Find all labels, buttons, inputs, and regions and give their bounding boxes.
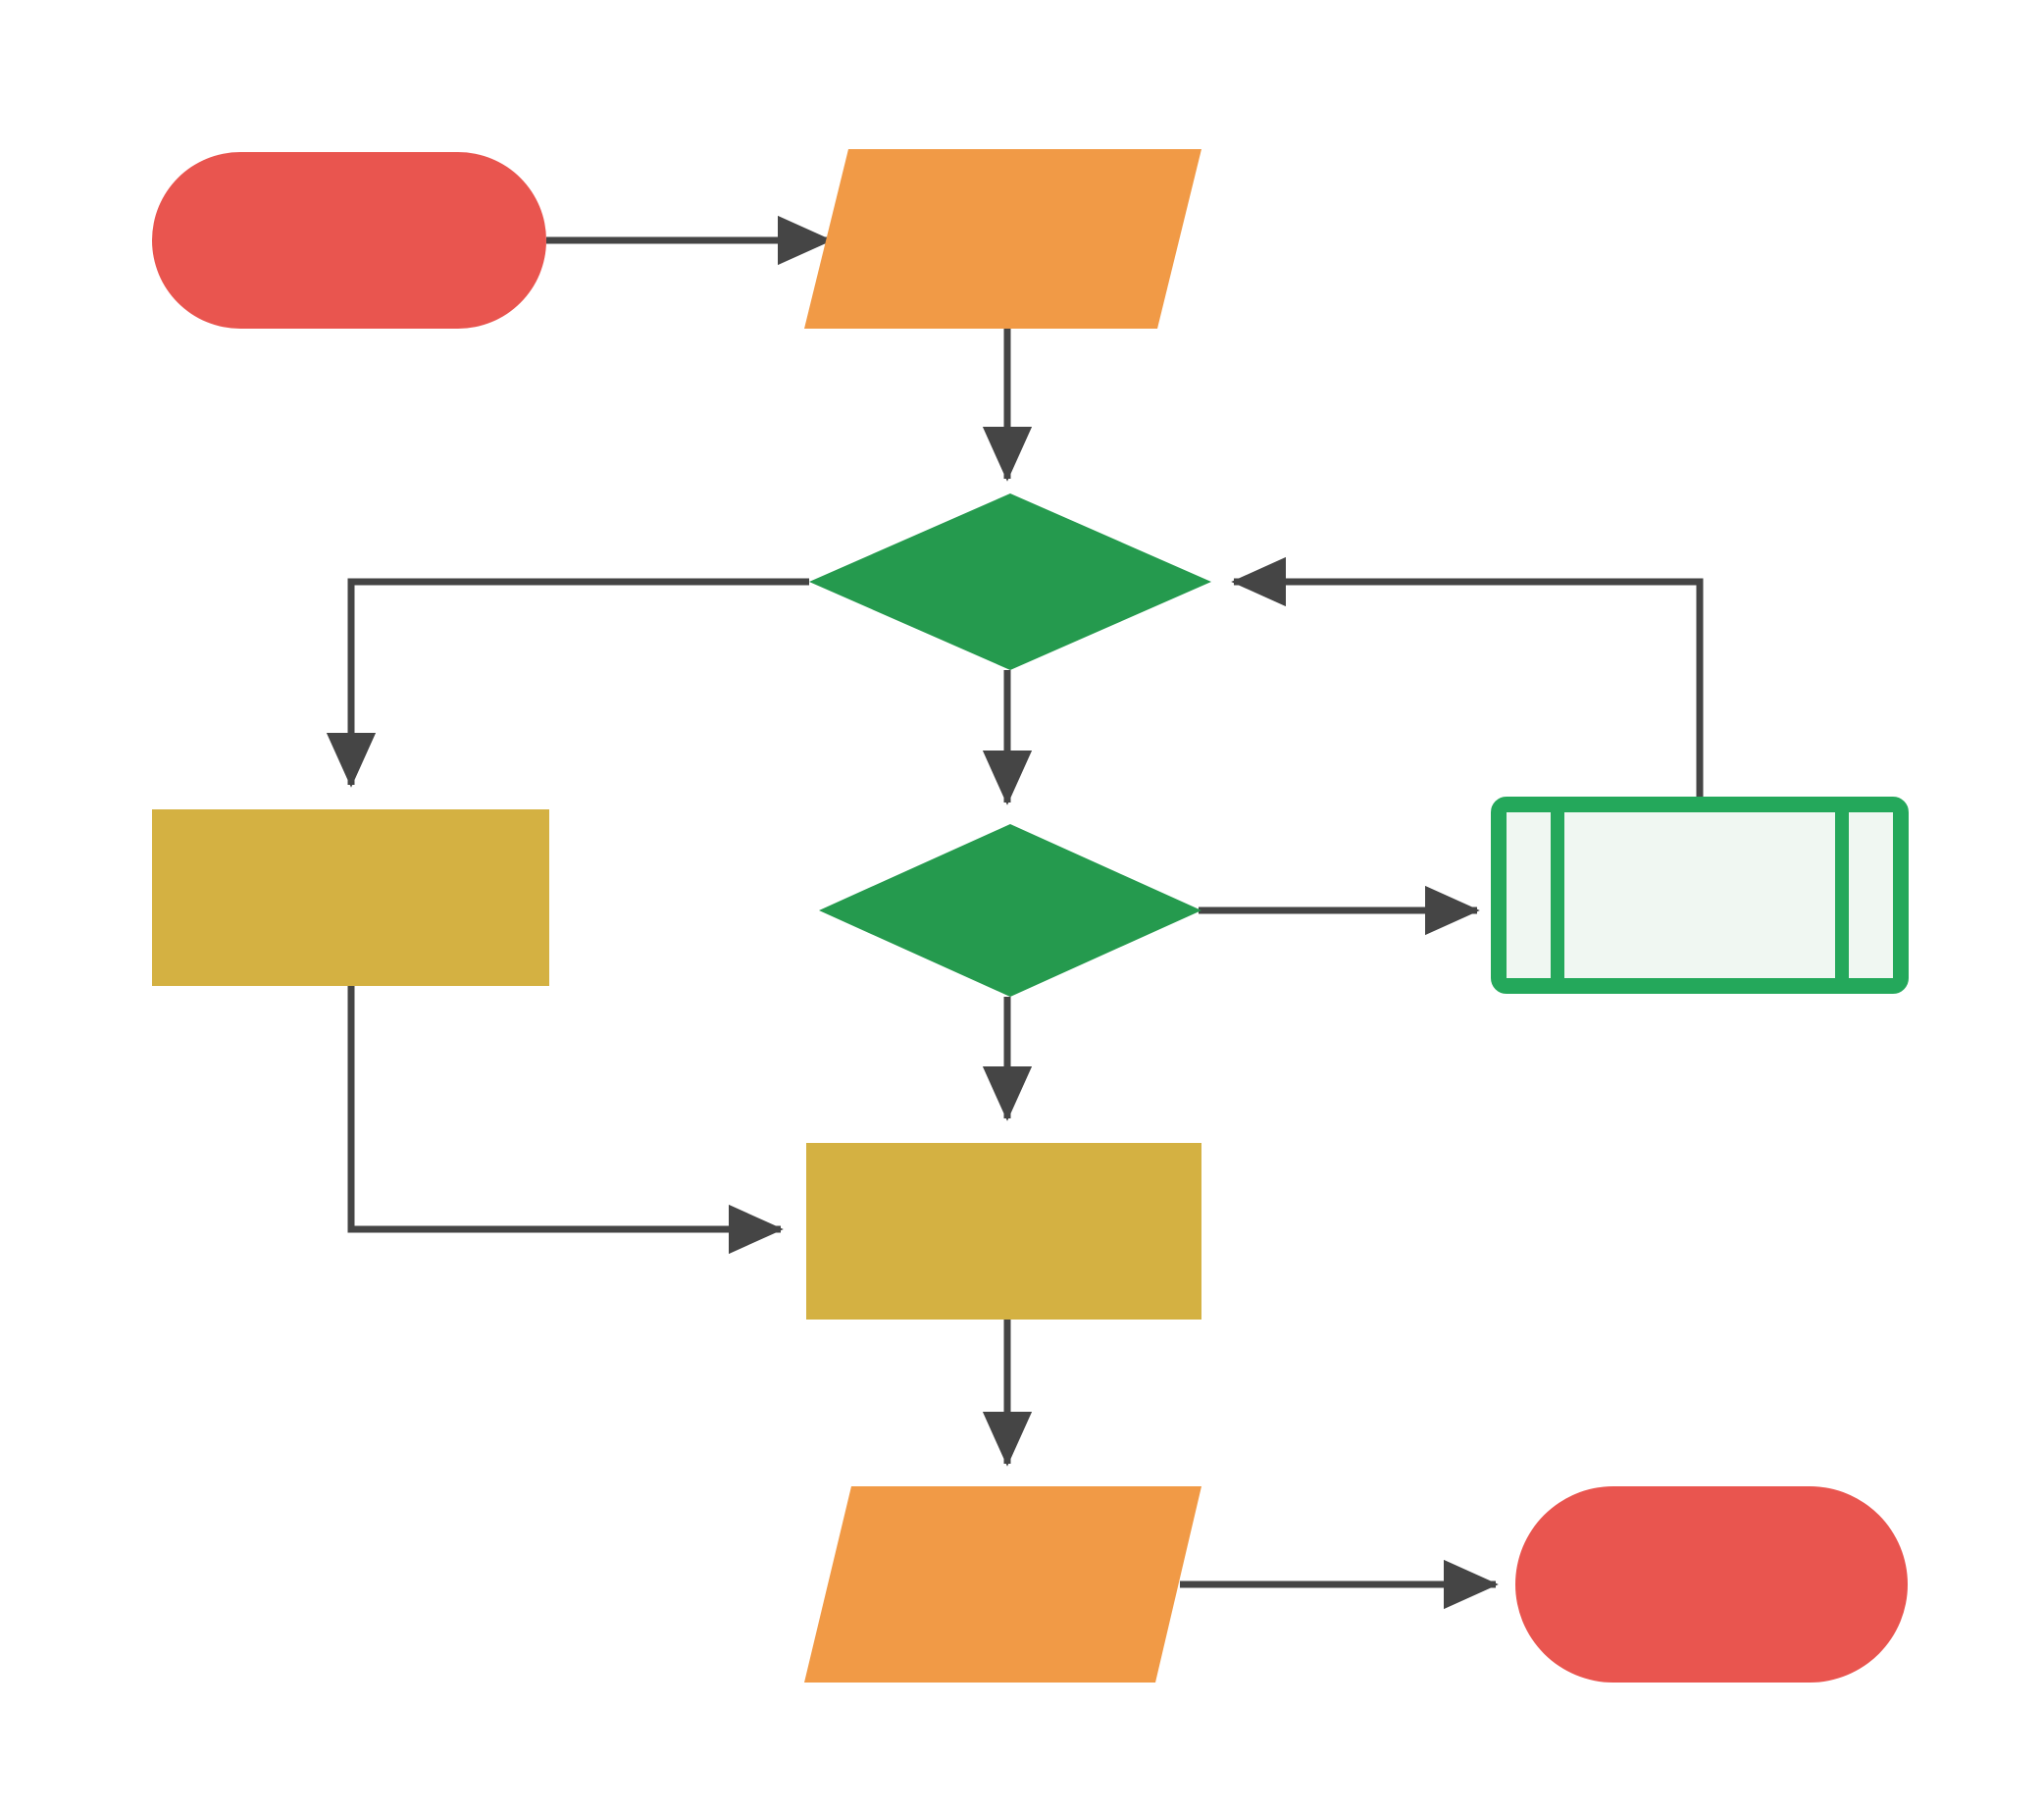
start-terminator-shape[interactable]: [152, 152, 546, 329]
node-process-left[interactable]: [152, 809, 549, 986]
node-layer: [152, 149, 1909, 1683]
node-end-terminator[interactable]: [1515, 1486, 1908, 1683]
node-output-parallelogram[interactable]: [804, 1486, 1201, 1683]
edge-process-left-to-process-mid: [347, 986, 784, 1255]
process-mid-shape[interactable]: [806, 1143, 1201, 1320]
input-parallelogram-shape[interactable]: [804, 149, 1201, 329]
node-subroutine[interactable]: [1491, 797, 1909, 994]
edge-path: [1231, 556, 1704, 804]
edge-path: [326, 578, 809, 788]
node-input-parallelogram[interactable]: [804, 149, 1201, 329]
process-left-shape[interactable]: [152, 809, 549, 986]
node-process-mid[interactable]: [806, 1143, 1201, 1320]
node-decision-one[interactable]: [809, 493, 1211, 670]
subroutine-outer-frame[interactable]: [1491, 797, 1909, 994]
end-terminator-shape[interactable]: [1515, 1486, 1908, 1683]
output-parallelogram-shape[interactable]: [804, 1486, 1201, 1683]
node-start-terminator[interactable]: [152, 152, 546, 329]
decision-two-shape[interactable]: [819, 824, 1201, 997]
edge-path: [347, 986, 784, 1255]
edge-layer: [326, 215, 1704, 1610]
edge-decision1-to-process-left: [326, 578, 809, 788]
edge-subroutine-to-decision1-feedback: [1231, 556, 1704, 804]
decision-one-shape[interactable]: [809, 493, 1211, 670]
node-decision-two[interactable]: [819, 824, 1201, 997]
